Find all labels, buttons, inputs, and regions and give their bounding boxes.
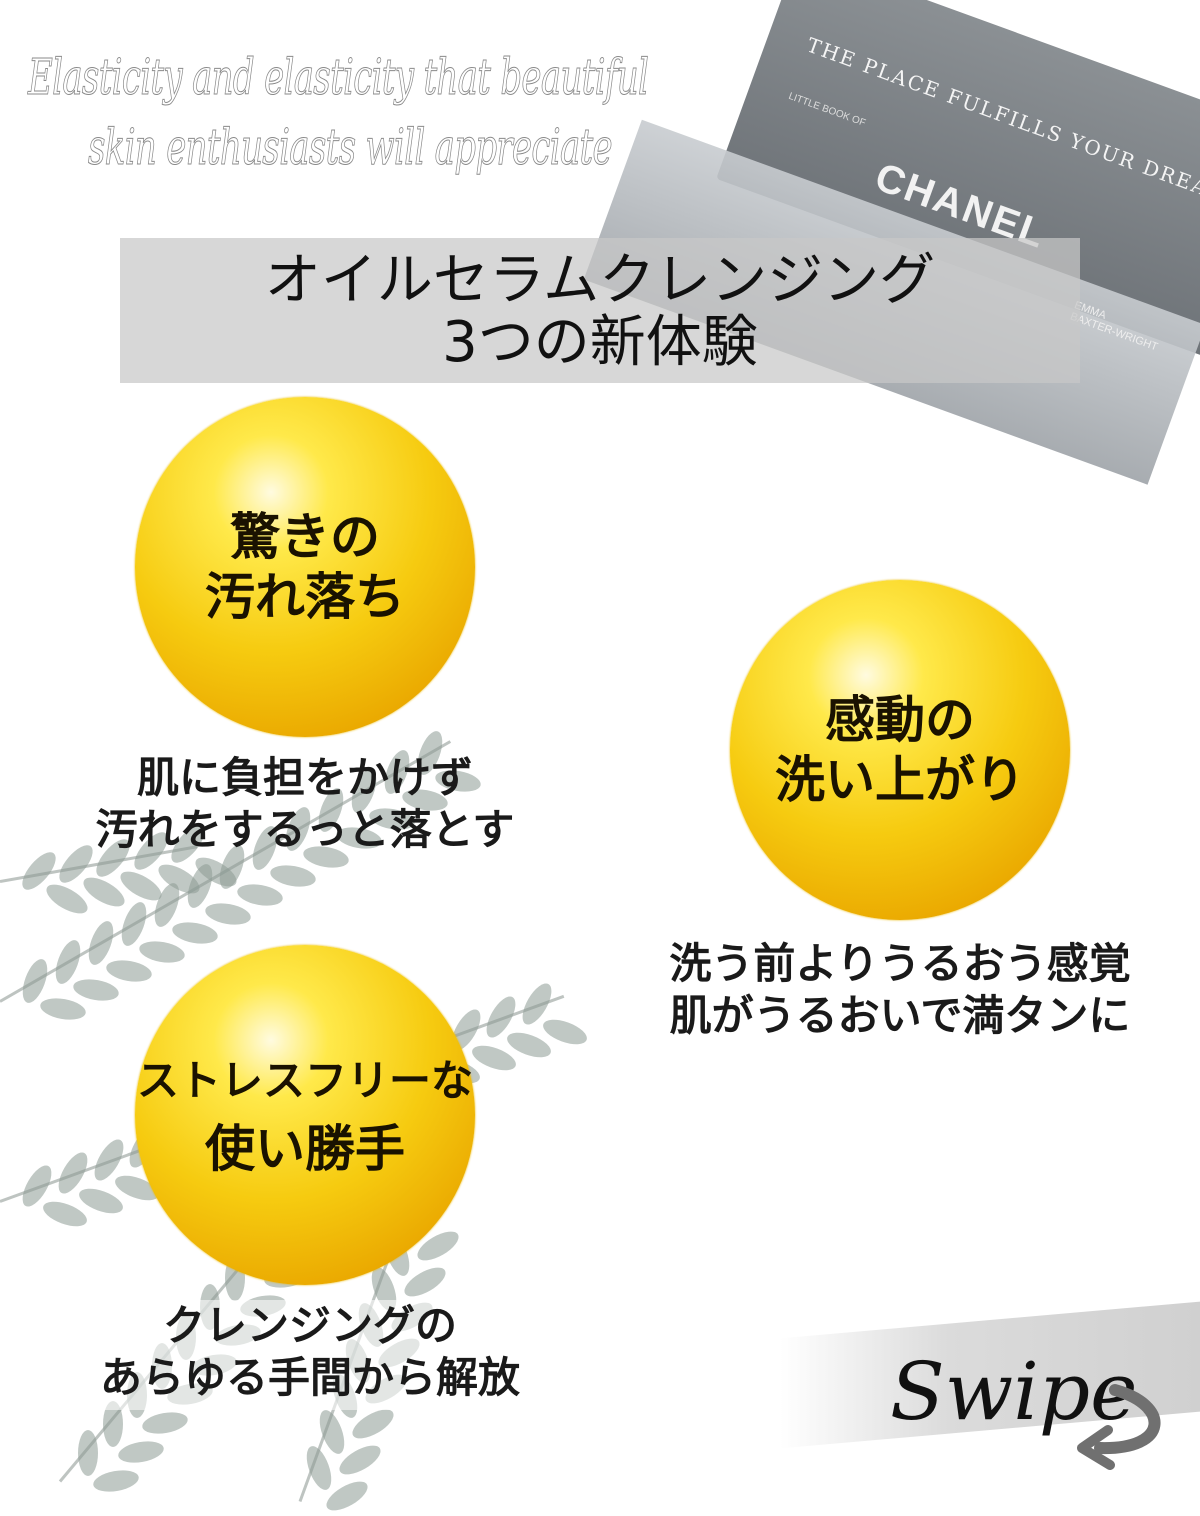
orb-text: ストレスフリーな	[136, 1056, 473, 1105]
feature-desc-1: 肌に負担をかけず 汚れをするっと落とす	[0, 752, 610, 856]
leaf	[116, 1438, 166, 1466]
leaf	[268, 862, 318, 890]
leaf	[236, 881, 285, 909]
orb-text: 驚きの	[230, 507, 380, 566]
leaf	[170, 919, 219, 947]
leaf	[137, 938, 187, 966]
orb-text: 感動の	[825, 690, 975, 749]
swipe-label[interactable]: Swipe	[890, 1345, 1138, 1438]
desc-text: 汚れをするっと落とす	[95, 805, 515, 854]
title-box: オイルセラムクレンジング 3つの新体験	[120, 238, 1080, 383]
script-heading-line1: Elasticity and elasticity that beautiful	[28, 48, 650, 107]
feature-desc-2: 洗う前よりうるおう感覚 肌がうるおいで満タンに	[600, 938, 1200, 1042]
title-line1: オイルセラムクレンジング	[264, 248, 936, 313]
desc-text: 洗う前よりうるおう感覚	[669, 939, 1131, 988]
leaf	[91, 1467, 141, 1495]
leaf	[203, 900, 252, 928]
feature-orb-2: 感動の 洗い上がり	[730, 580, 1070, 920]
leaf	[78, 1430, 99, 1477]
leaf	[38, 995, 88, 1023]
leaf	[71, 976, 121, 1004]
orb-text: 使い勝手	[205, 1119, 405, 1178]
feature-orb-3: ストレスフリーな 使い勝手	[135, 945, 475, 1285]
desc-text: 肌に負担をかけず	[136, 753, 473, 802]
desc-text: 肌がうるおいで満タンに	[669, 991, 1131, 1040]
leaf	[104, 957, 154, 985]
title-line2: 3つの新体験	[442, 310, 758, 375]
script-heading-line2: skin enthusiasts will appreciate	[88, 118, 613, 177]
desc-text: あらゆる手間から解放	[99, 1353, 520, 1402]
orb-text: 汚れ落ち	[205, 567, 405, 626]
curved-arrow-left-icon	[1077, 1384, 1161, 1470]
feature-orb-1: 驚きの 汚れ落ち	[135, 397, 475, 737]
desc-text: クレンジングの	[162, 1301, 457, 1350]
leaf	[140, 1408, 190, 1437]
feature-desc-3: クレンジングの あらゆる手間から解放	[20, 1300, 600, 1404]
orb-text: 洗い上がり	[775, 750, 1025, 809]
